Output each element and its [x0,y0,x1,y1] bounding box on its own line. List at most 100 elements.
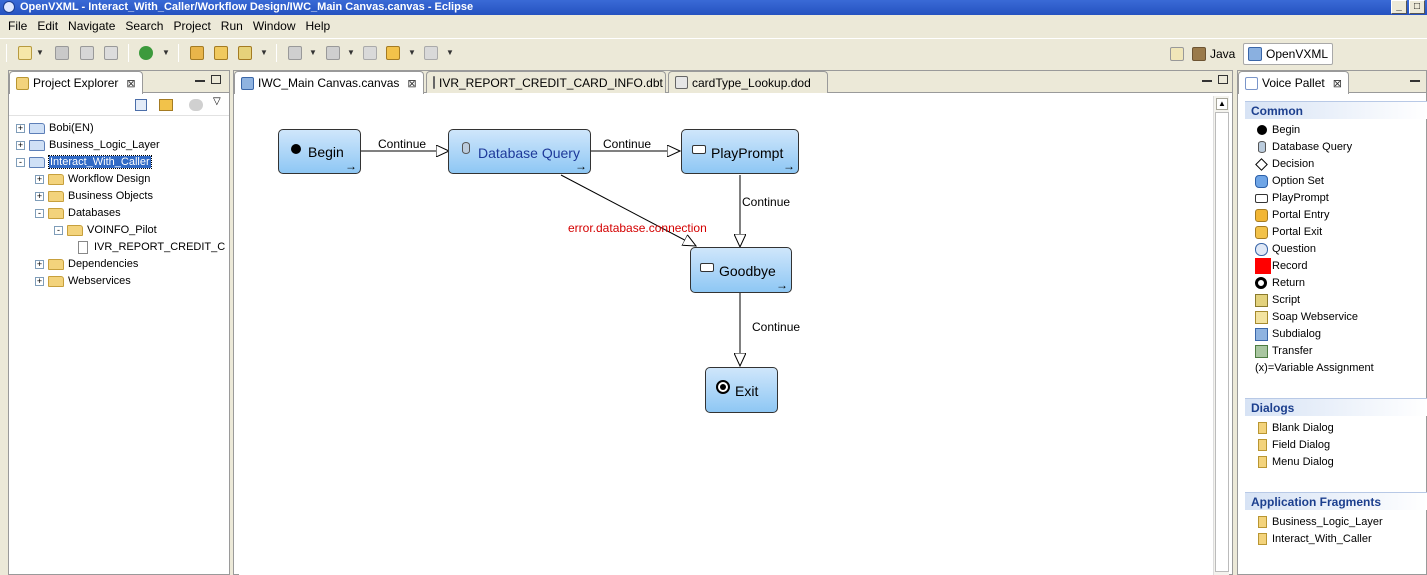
prev-annotation-icon[interactable] [326,46,340,60]
menu-window[interactable]: Window [252,19,296,33]
next-annotation-dropdown-icon[interactable]: ▼ [309,48,317,57]
tree-item-business-objects[interactable]: +Business Objects [35,188,153,204]
palette-item-soap-webservice[interactable]: Soap Webservice [1255,309,1358,325]
expand-icon[interactable]: + [16,139,25,150]
palette-item-transfer[interactable]: Transfer [1255,343,1313,359]
save-icon[interactable] [55,46,69,60]
expand-icon[interactable]: + [35,275,44,286]
tab-project-explorer[interactable]: Project Explorer ⊠ [9,71,143,94]
brush-dropdown-icon[interactable]: ▼ [260,48,268,57]
palette-item-menu-dialog[interactable]: Menu Dialog [1255,454,1334,470]
palette-item-blank-dialog[interactable]: Blank Dialog [1255,420,1334,436]
scroll-up-icon[interactable]: ▲ [1216,98,1228,110]
close-icon[interactable]: ⊠ [407,77,417,90]
menu-file[interactable]: File [8,19,28,33]
tree-item-voinfo-pilot[interactable]: -VOINFO_Pilot [54,222,157,238]
tree-item-bobi-en[interactable]: +Bobi(EN) [16,120,94,136]
node-exit[interactable]: Exit [705,367,778,413]
tree-item-workflow-design[interactable]: +Workflow Design [35,171,150,187]
node-begin[interactable]: Begin → [278,129,361,174]
tab-voice-pallet[interactable]: Voice Pallet ⊠ [1238,71,1349,94]
palette-item-portal-exit[interactable]: Portal Exit [1255,224,1322,240]
open-type-icon[interactable] [190,46,204,60]
open-folder-icon[interactable] [214,46,228,60]
palette-section-common[interactable]: Common [1245,101,1427,119]
palette-item-script[interactable]: Script [1255,292,1300,308]
open-perspective-button[interactable] [1166,43,1188,65]
palette-item-option-set[interactable]: Option Set [1255,173,1324,189]
forward-icon[interactable] [424,46,438,60]
back-dropdown-icon[interactable]: ▼ [408,48,416,57]
palette-item-subdialog[interactable]: Subdialog [1255,326,1321,342]
menu-search[interactable]: Search [125,19,164,33]
palette-item-begin[interactable]: Begin [1255,122,1300,138]
collapse-icon[interactable]: - [54,225,63,235]
palette-item-return[interactable]: Return [1255,275,1305,291]
minimize-editor-icon[interactable] [1202,78,1212,82]
tab-iwc-main-canvas[interactable]: IWC_Main Canvas.canvas ⊠ [234,71,424,94]
brush-icon[interactable] [238,46,252,60]
menu-help[interactable]: Help [305,19,331,33]
perspective-java[interactable]: Java [1188,43,1239,65]
minimize-view-icon[interactable] [1410,78,1420,82]
run-dropdown-icon[interactable]: ▼ [162,48,170,57]
expand-icon[interactable]: + [35,258,44,269]
node-goodbye[interactable]: Goodbye → [690,247,792,293]
tab-ivr-report-credit-card-info[interactable]: IVR_REPORT_CREDIT_CARD_INFO.dbt [426,71,666,93]
palette-item-question[interactable]: Question [1255,241,1316,257]
tree-item-dependencies[interactable]: +Dependencies [35,256,138,272]
tree-item-webservices[interactable]: +Webservices [35,273,131,289]
palette-item-database-query[interactable]: Database Query [1255,139,1352,155]
palette-item-decision[interactable]: Decision [1255,156,1314,172]
expand-icon[interactable]: + [16,122,25,133]
edge-dbquery-to-goodbye[interactable] [560,174,696,246]
tree-item-interact-with-caller[interactable]: -Interact_With_Caller [16,154,152,170]
last-edit-icon[interactable] [363,46,377,60]
workflow-canvas[interactable]: Continue Continue Continue error.databas… [239,96,1213,575]
palette-item-record[interactable]: Record [1255,258,1307,274]
minimize-view-icon[interactable] [195,78,205,82]
palette-section-application-fragments[interactable]: Application Fragments [1245,492,1427,510]
view-menu-icon[interactable]: ▽ [213,96,221,107]
collapse-all-icon[interactable] [135,99,147,111]
scroll-thumb[interactable] [1215,112,1229,572]
next-annotation-icon[interactable] [288,46,302,60]
maximize-view-icon[interactable] [211,75,221,84]
link-with-editor-icon[interactable] [159,99,173,111]
palette-section-dialogs[interactable]: Dialogs [1245,398,1427,416]
menu-run[interactable]: Run [220,19,243,33]
run-icon[interactable] [139,46,153,60]
palette-item-field-dialog[interactable]: Field Dialog [1255,437,1330,453]
menu-project[interactable]: Project [173,19,211,33]
collapse-icon[interactable]: - [35,208,44,218]
menu-edit[interactable]: Edit [37,19,59,33]
new-icon[interactable] [18,46,32,60]
tree-item-databases[interactable]: -Databases [35,205,121,221]
maximize-button[interactable]: □ [1409,0,1425,14]
menu-navigate[interactable]: Navigate [68,19,116,33]
palette-item-playprompt[interactable]: PlayPrompt [1255,190,1329,206]
perspective-openvxml[interactable]: OpenVXML [1243,43,1334,65]
node-database-query[interactable]: Database Query → [448,129,591,174]
close-icon[interactable]: ⊠ [1332,77,1342,90]
print-icon[interactable] [104,46,118,60]
expand-icon[interactable]: + [35,173,44,184]
canvas-vertical-scrollbar[interactable]: ▲ [1213,96,1229,575]
palette-item-business-logic-layer[interactable]: Business_Logic_Layer [1255,514,1383,530]
close-icon[interactable]: ⊠ [126,77,136,90]
expand-icon[interactable]: + [35,190,44,201]
palette-item-interact-with-caller[interactable]: Interact_With_Caller [1255,531,1372,547]
back-icon[interactable] [386,46,400,60]
view-menu-extra-icon[interactable] [189,99,203,111]
minimize-button[interactable]: _ [1391,0,1407,14]
tree-item-ivr-report-credit-c[interactable]: IVR_REPORT_CREDIT_C [78,239,225,255]
maximize-editor-icon[interactable] [1218,75,1228,84]
save-all-icon[interactable] [80,46,94,60]
tab-cardtype-lookup[interactable]: cardType_Lookup.dod [668,71,828,93]
node-playprompt[interactable]: PlayPrompt → [681,129,799,174]
new-dropdown-icon[interactable]: ▼ [36,48,44,57]
forward-dropdown-icon[interactable]: ▼ [446,48,454,57]
prev-annotation-dropdown-icon[interactable]: ▼ [347,48,355,57]
palette-item-variable-assignment[interactable]: (x)=Variable Assignment [1255,360,1374,376]
palette-item-portal-entry[interactable]: Portal Entry [1255,207,1329,223]
